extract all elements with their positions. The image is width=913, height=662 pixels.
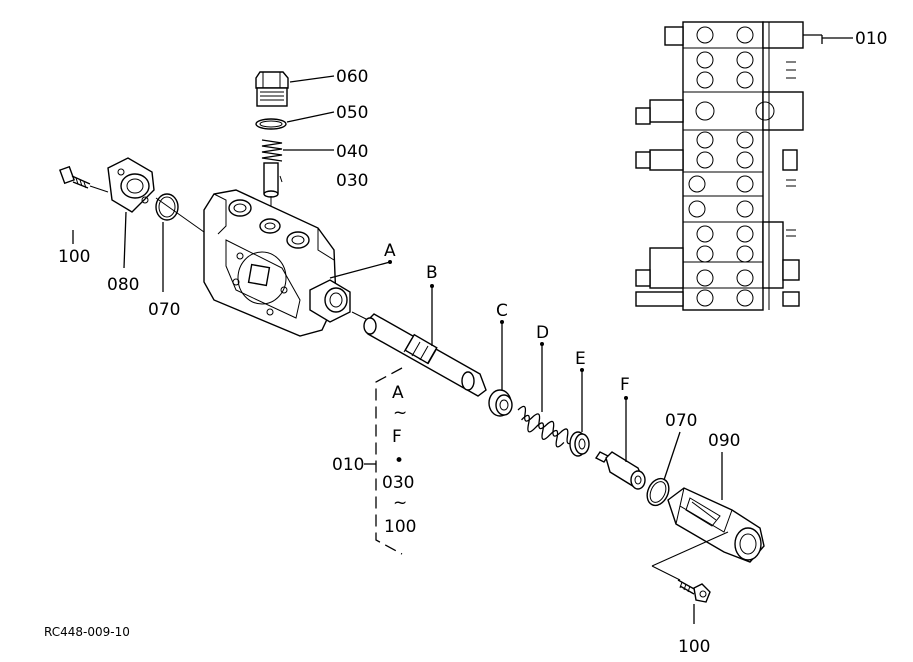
leader-D-dot bbox=[540, 342, 544, 346]
label-060: 060 bbox=[336, 67, 368, 87]
label-090: 090 bbox=[708, 431, 740, 451]
spring-d bbox=[517, 405, 575, 448]
leader-A bbox=[329, 261, 391, 279]
leader-A-dot bbox=[388, 260, 392, 264]
label-010-top: 010 bbox=[855, 29, 887, 49]
leader-080 bbox=[123, 211, 127, 269]
valve-body bbox=[203, 189, 351, 337]
label-D: D bbox=[536, 323, 549, 343]
label-C: C bbox=[496, 301, 508, 321]
label-B: B bbox=[426, 263, 438, 283]
leader-050 bbox=[286, 111, 335, 123]
label-070-left: 070 bbox=[148, 300, 180, 320]
relief-plug-assembly bbox=[255, 71, 289, 212]
leader-070-right bbox=[663, 431, 681, 481]
spring-cap bbox=[667, 487, 765, 563]
label-100-left: 100 bbox=[58, 247, 90, 267]
label-010-group: 010 bbox=[332, 455, 364, 475]
left-cover-assembly bbox=[59, 157, 205, 233]
leader-030 bbox=[279, 175, 283, 183]
group-range-tilde-1: ~ bbox=[393, 403, 407, 423]
leader-B-dot bbox=[430, 284, 434, 288]
label-040: 040 bbox=[336, 142, 368, 162]
group-range-100: 100 bbox=[384, 517, 416, 537]
drawing-code: RC448-009-10 bbox=[44, 625, 130, 639]
spring-bolt-f bbox=[594, 451, 646, 490]
bottom-bolt bbox=[651, 531, 729, 603]
leader-E-dot bbox=[580, 368, 584, 372]
leader-F-dot bbox=[624, 396, 628, 400]
group-range-F: F bbox=[392, 427, 402, 447]
label-070-right: 070 bbox=[665, 411, 697, 431]
label-030: 030 bbox=[336, 171, 368, 191]
spool bbox=[363, 313, 487, 397]
spring-seat-c bbox=[488, 389, 513, 417]
label-050: 050 bbox=[336, 103, 368, 123]
label-080: 080 bbox=[107, 275, 139, 295]
label-E: E bbox=[575, 349, 586, 369]
spring-seat-e bbox=[569, 431, 590, 457]
leader-060 bbox=[289, 75, 335, 83]
label-100-bottom: 100 bbox=[678, 637, 710, 657]
label-F: F bbox=[620, 375, 630, 395]
leader-C-dot bbox=[500, 320, 504, 324]
group-range-030: 030 bbox=[382, 473, 414, 493]
group-range-A: A bbox=[392, 383, 404, 403]
group-range-tilde-2: ~ bbox=[393, 493, 407, 513]
o-ring-right bbox=[646, 477, 670, 507]
group-range-dot: • bbox=[394, 451, 404, 471]
assembly-group-bracket bbox=[364, 367, 403, 555]
label-A: A bbox=[384, 241, 396, 261]
valve-stack-overview bbox=[635, 21, 853, 311]
